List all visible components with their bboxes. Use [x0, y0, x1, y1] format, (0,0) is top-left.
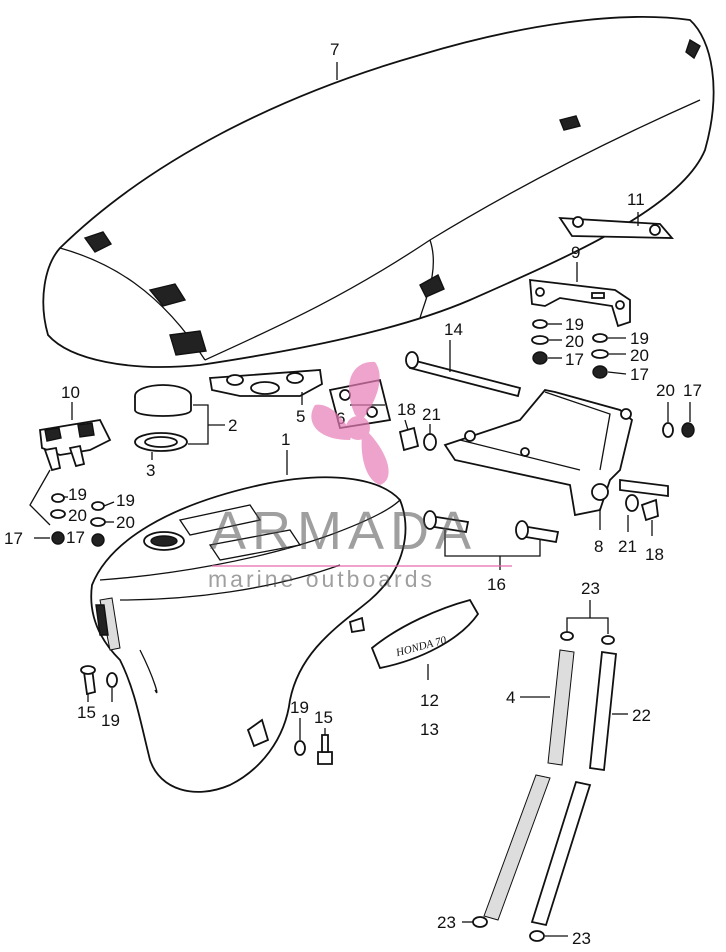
seat-plate	[558, 216, 674, 239]
callout-23b: 23	[437, 913, 456, 932]
leader-latch-bracket	[29, 469, 51, 526]
callout-2: 2	[228, 416, 237, 435]
callout-20a: 20	[565, 332, 584, 351]
bolt-left	[80, 665, 118, 696]
callout-4: 4	[506, 688, 515, 707]
callout-19f: 19	[290, 698, 309, 717]
propeller-logo-icon	[311, 361, 389, 485]
callout-10: 10	[61, 383, 80, 402]
nut-18-center	[398, 426, 420, 452]
callout-18a: 18	[397, 400, 416, 419]
callout-7: 7	[330, 40, 339, 59]
callout-19a: 19	[565, 315, 584, 334]
callout-20d: 20	[68, 506, 87, 525]
leader-19d	[103, 501, 115, 507]
washer-21-center	[423, 433, 437, 451]
callout-21b: 21	[618, 537, 637, 556]
callout-1: 1	[281, 430, 290, 449]
seat-hinge-pin	[405, 351, 522, 398]
leader-23-bracket	[566, 617, 609, 634]
fuel-cap-parts	[134, 384, 192, 452]
callout-16: 16	[487, 575, 506, 594]
leader-17b	[607, 371, 627, 375]
callout-5: 5	[296, 407, 305, 426]
washer-21-right	[625, 494, 639, 512]
leader-18a	[404, 419, 409, 431]
callout-15a: 15	[77, 703, 96, 722]
callout-23a: 23	[581, 579, 600, 598]
callout-11: 11	[627, 190, 645, 209]
nut-17-right	[681, 422, 695, 438]
callout-12: 12	[420, 691, 439, 710]
callout-23c: 23	[572, 929, 591, 948]
bolt-center	[294, 734, 333, 765]
callout-19d: 19	[116, 491, 135, 510]
callout-22: 22	[632, 706, 651, 725]
callout-20b: 20	[630, 346, 649, 365]
seat-latch	[39, 419, 112, 472]
callout-17b: 17	[630, 365, 649, 384]
callout-19e: 19	[101, 711, 120, 730]
tank-bolts	[423, 510, 560, 544]
callout-15b: 15	[314, 708, 333, 727]
seat	[42, 16, 715, 368]
callout-17a: 17	[565, 350, 584, 369]
callout-17c: 17	[683, 381, 702, 400]
watermark-underline	[212, 565, 512, 567]
fuel-tubes	[472, 631, 617, 942]
callout-8: 8	[594, 537, 603, 556]
callout-14: 14	[444, 320, 463, 339]
watermark-tagline: marine outboards	[208, 566, 435, 592]
callout-19b: 19	[630, 329, 649, 348]
hardware-left-stack	[50, 493, 106, 547]
callout-18b: 18	[645, 545, 664, 564]
callout-13: 13	[420, 720, 439, 739]
frame-bracket	[443, 389, 669, 517]
callout-19c: 19	[68, 485, 87, 504]
callout-21a: 21	[422, 405, 441, 424]
callout-17e: 17	[66, 528, 85, 547]
callout-20e: 20	[116, 513, 135, 532]
callout-20c: 20	[656, 381, 675, 400]
washer-20-right	[662, 422, 674, 438]
seat-bracket	[529, 278, 631, 328]
watermark-brand: ARMADA	[210, 501, 478, 561]
tank-cap-plate	[208, 369, 323, 397]
callout-9: 9	[571, 243, 580, 262]
callout-17d: 17	[4, 529, 23, 548]
leader-16-bracket	[444, 530, 541, 557]
fuel-tank	[90, 476, 407, 793]
tank-emblem: HONDA 70	[370, 598, 480, 670]
hardware-right-stack	[531, 319, 609, 379]
nut-18-right	[640, 498, 659, 522]
callout-3: 3	[146, 461, 155, 480]
